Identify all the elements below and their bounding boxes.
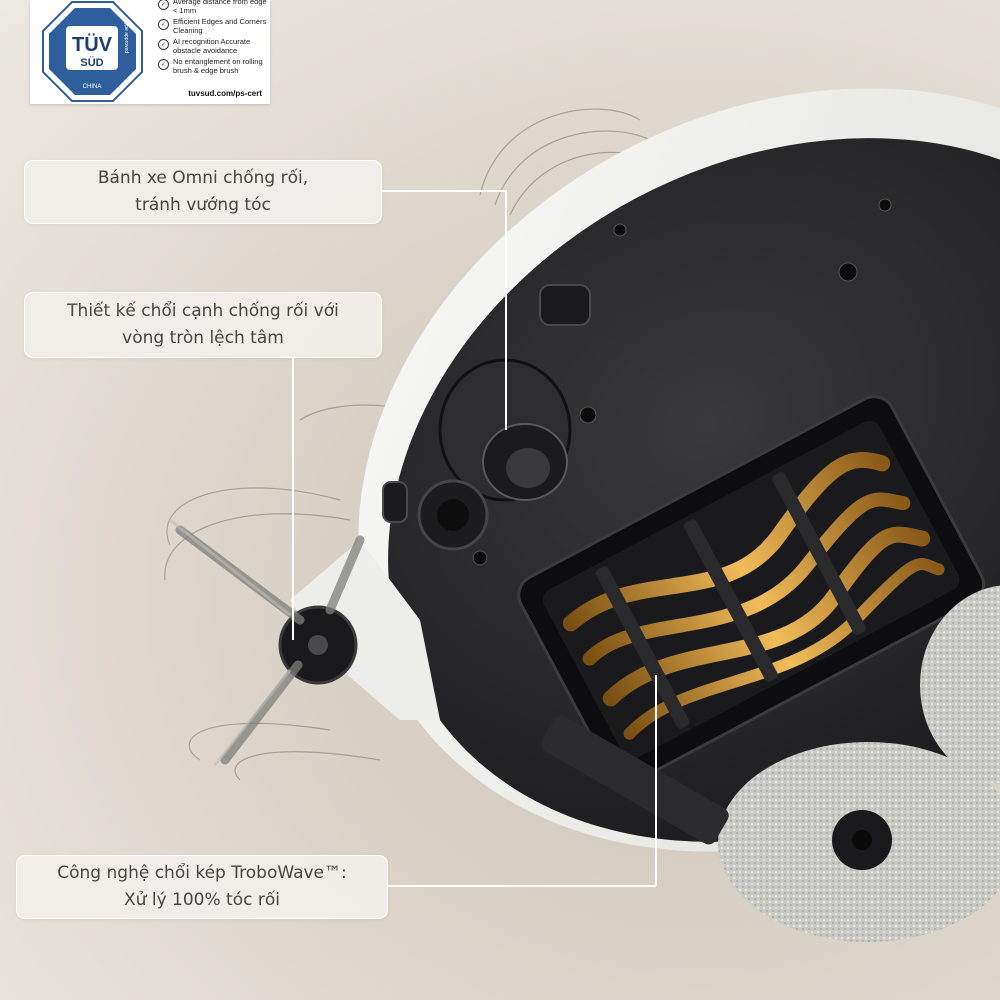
callout-side-brush: Thiết kế chổi cạnh chống rối với vòng tr…: [24, 292, 382, 358]
callout-line: Xử lý 100% tóc rối: [124, 890, 280, 910]
tuv-feature-item: ✓Efficient Edges and Corners Cleaning: [158, 17, 270, 35]
omni-wheel: [438, 358, 572, 502]
check-icon: ✓: [158, 39, 169, 50]
check-icon: ✓: [158, 0, 169, 10]
callout-line: Công nghệ chổi kép TroboWave™:: [57, 863, 347, 883]
callout-line: Bánh xe Omni chống rối,: [97, 168, 309, 188]
leader-line-omni-vertical: [505, 190, 507, 430]
side-brush: [169, 518, 440, 766]
check-icon: ✓: [158, 19, 169, 30]
sensor-slot: [539, 284, 591, 326]
roller-brush-housing: [517, 395, 986, 785]
leader-line-roller-horizontal: [388, 885, 656, 887]
mop-pads: [718, 585, 1000, 942]
tuv-side-text: Type approved: [123, 20, 129, 53]
screws: [472, 198, 892, 566]
tuv-certification-badge: TÜV SÜD CHINA Type approved ✓Average dis…: [30, 0, 270, 104]
tuv-country: CHINA: [83, 84, 102, 90]
callout-line: tránh vướng tóc: [135, 195, 271, 215]
tuv-logo-icon: TÜV SÜD CHINA Type approved: [42, 1, 143, 102]
leader-line-omni-horizontal: [382, 190, 507, 192]
callout-line: vòng tròn lệch tâm: [122, 328, 284, 348]
callout-line: Thiết kế chổi cạnh chống rối với: [67, 301, 339, 321]
callout-trobowave-brush: Công nghệ chổi kép TroboWave™: Xử lý 100…: [16, 855, 388, 919]
tuv-logo-sub: SÜD: [80, 56, 103, 69]
tuv-url: tuvsud.com/ps-cert: [188, 89, 262, 98]
motion-lines: [164, 108, 661, 781]
leader-line-roller-vertical: [655, 675, 657, 886]
tuv-feature-item: ✓Average distance from edge < 1mm: [158, 0, 270, 15]
callout-omni-wheel: Bánh xe Omni chống rối, tránh vướng tóc: [24, 160, 382, 224]
tuv-feature-item: ✓AI recognition Accurate obstacle avoida…: [158, 37, 270, 55]
check-icon: ✓: [158, 59, 169, 70]
tuv-logo-text: TÜV: [72, 33, 113, 56]
lower-tread: [541, 715, 729, 845]
tuv-feature-item: ✓No entanglement on rolling brush & edge…: [158, 57, 270, 75]
tuv-feature-list: ✓Average distance from edge < 1mm ✓Effic…: [158, 0, 270, 78]
leader-line-sidebrush: [292, 358, 294, 640]
